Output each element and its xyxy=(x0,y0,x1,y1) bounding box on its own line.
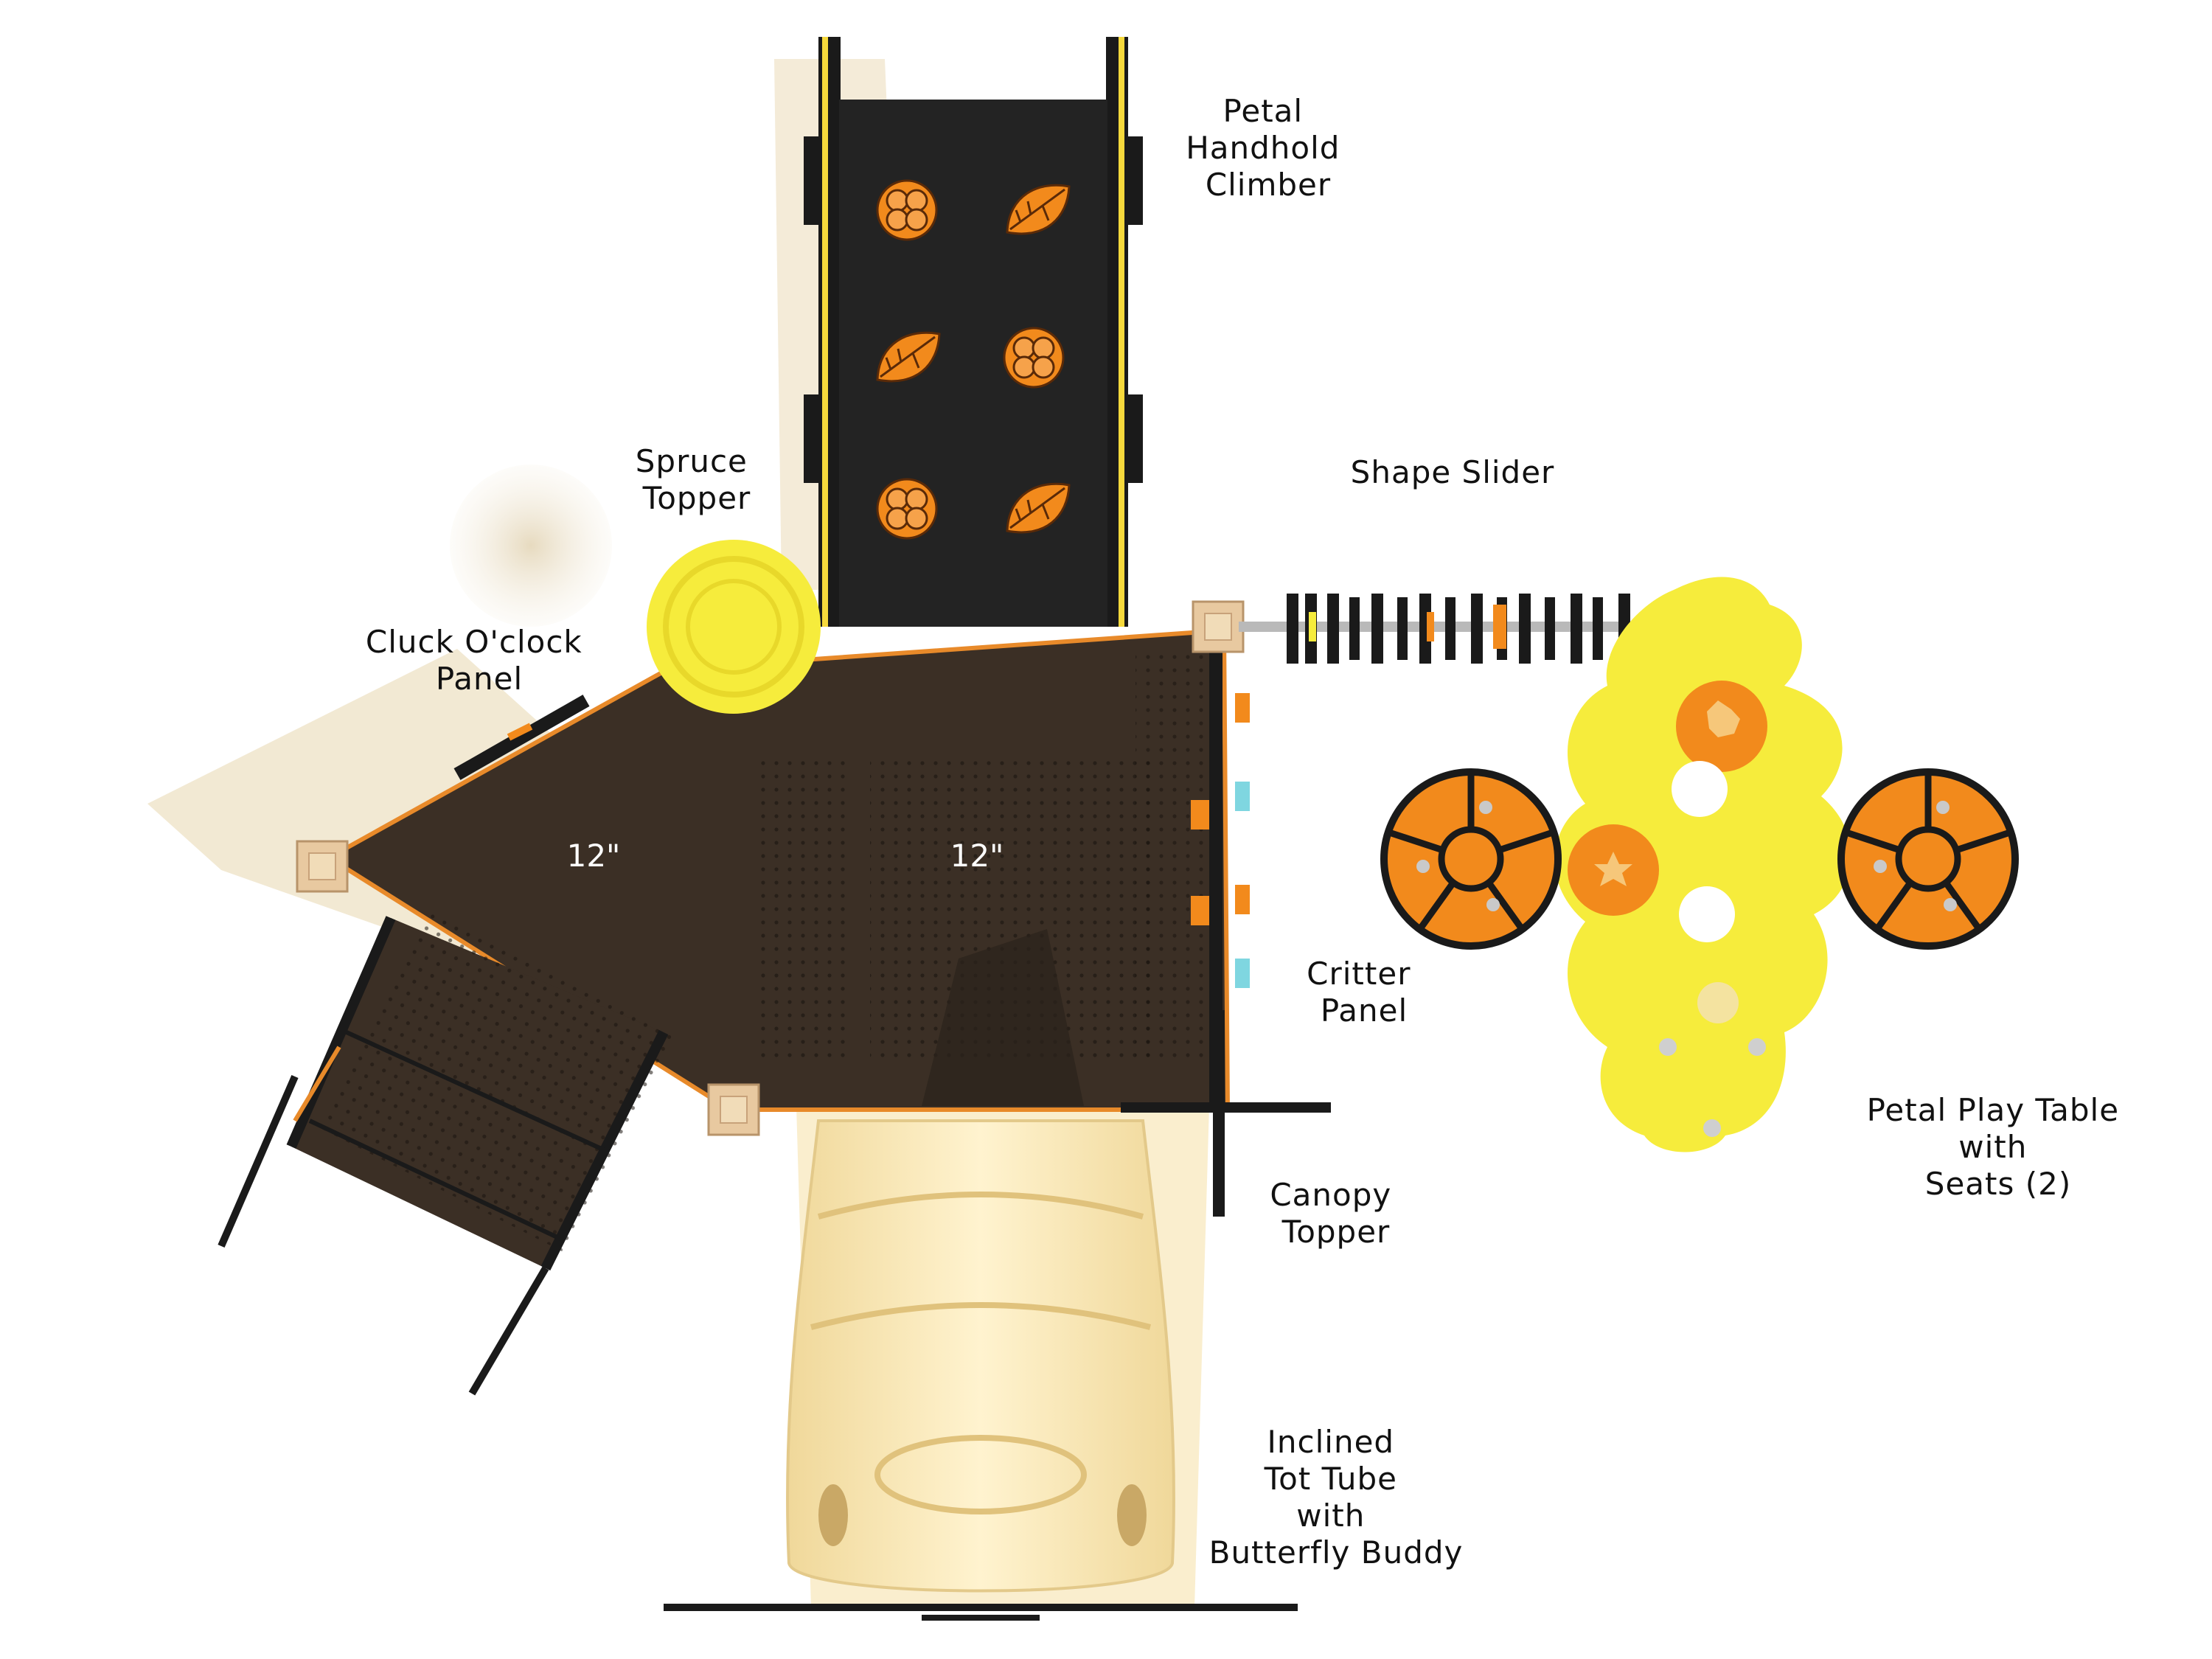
deck-height-right: 12" xyxy=(950,838,1004,874)
label-canopy-topper: Canopy Topper xyxy=(1270,1177,1402,1250)
flower-seat-right xyxy=(1841,772,2015,946)
label-petal-handhold-climber: Petal Handhold Climber xyxy=(1186,93,1351,203)
clover-handhold-icon xyxy=(876,179,938,241)
label-spruce-topper: Spruce Topper xyxy=(636,443,759,516)
cluck-oclock-panel xyxy=(453,695,590,780)
label-critter-panel: Critter Panel xyxy=(1307,956,1422,1029)
petal-handhold-climber xyxy=(804,37,1143,627)
canopy-topper xyxy=(1121,1010,1331,1217)
clover-handhold-icon xyxy=(876,478,938,540)
shape-slider xyxy=(1239,594,1681,664)
petal-play-table xyxy=(1384,577,2015,1152)
label-inclined-tot-tube: Inclined Tot Tube with Butterfly Buddy xyxy=(1209,1424,1464,1571)
flower-seat-left xyxy=(1384,772,1558,946)
label-petal-play-table: Petal Play Table with Seats (2) xyxy=(1867,1092,2130,1202)
deck-height-left: 12" xyxy=(567,838,621,874)
label-cluck-oclock-panel: Cluck O'clock Panel xyxy=(366,624,593,697)
spruce-topper xyxy=(647,540,821,714)
label-shape-slider: Shape Slider xyxy=(1351,454,1555,490)
clover-handhold-icon xyxy=(1003,327,1065,389)
inclined-tot-tube xyxy=(664,1119,1298,1621)
entry-stairs xyxy=(218,908,675,1396)
